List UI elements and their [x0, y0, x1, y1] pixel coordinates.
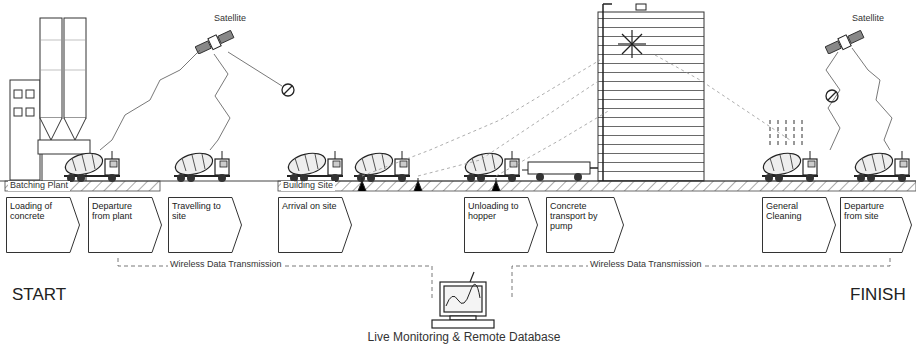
step-label: Travelling to site [168, 197, 242, 225]
chevron-outline [279, 198, 352, 253]
satellite-label: Satellite [214, 14, 246, 24]
process-step: Travelling to site [168, 197, 242, 253]
process-step: Departure from site [840, 197, 912, 253]
chevron-outline [169, 198, 242, 253]
chevron-outline [841, 198, 912, 253]
area-label: Building Site [281, 181, 335, 191]
caption-label: Live Monitoring & Remote Database [368, 331, 561, 344]
step-label: General Cleaning [762, 197, 836, 225]
step-label: Departure from plant [88, 197, 162, 225]
step-label: Unloading to hopper [464, 197, 538, 225]
chevron-outline [763, 198, 836, 253]
satellite-label: Satellite [852, 14, 884, 24]
process-step: Unloading to hopper [464, 197, 538, 253]
chevron-outline [547, 198, 624, 253]
step-label: Loading of concrete [6, 197, 80, 225]
step-label: Departure from site [840, 197, 912, 225]
process-step: Departure from plant [88, 197, 162, 253]
step-label: Concrete transport by pump [546, 197, 624, 235]
transmission-label: Wireless Data Transmission [588, 260, 704, 270]
process-step: General Cleaning [762, 197, 836, 253]
chevron-outline [465, 198, 538, 253]
finish-label: FINISH [850, 286, 906, 305]
area-label: Batching Plant [8, 181, 70, 191]
process-step: Loading of concrete [6, 197, 80, 253]
chevron-outline [7, 198, 80, 253]
step-label: Arrival on site [278, 197, 352, 215]
chevron-outline [89, 198, 162, 253]
start-label: START [12, 286, 66, 305]
transmission-label: Wireless Data Transmission [168, 260, 284, 270]
process-step: Arrival on site [278, 197, 352, 253]
process-step: Concrete transport by pump [546, 197, 624, 253]
